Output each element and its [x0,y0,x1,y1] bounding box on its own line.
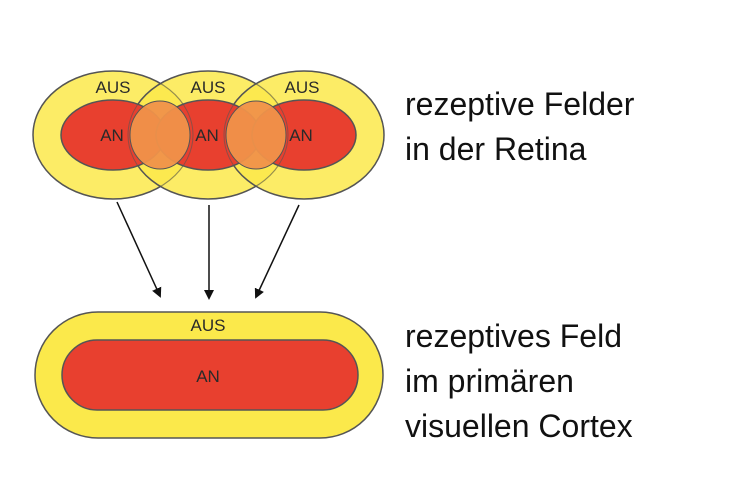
cortex-caption-line-2: im primären [405,363,574,399]
cortex-field-on-zone [61,339,359,411]
arrow-left [116,201,162,298]
retina-caption: rezeptive Felder in der Retina [405,86,635,167]
retina-field-1-on-label: AN [100,126,124,145]
retina-field-3-on-label: AN [289,126,313,145]
retina-overlap-1-2 [129,100,191,170]
arrow-right [254,204,300,299]
convergence-arrows [116,201,300,300]
cortex-caption-line-3: visuellen Cortex [405,408,633,444]
cortex-field: AUS AN [34,311,384,439]
retina-fields: AUS AUS AUS AN AN AN [32,70,385,200]
retina-overlap-2-3 [225,100,287,170]
cortex-field-on-label: AN [196,367,220,386]
cortex-caption: rezeptives Feld im primären visuellen Co… [405,318,633,444]
retina-caption-line-1: rezeptive Felder [405,86,635,122]
cortex-field-off-label: AUS [191,316,226,335]
cortex-caption-line-1: rezeptives Feld [405,318,622,354]
retina-field-2-off-label: AUS [191,78,226,97]
retina-field-2-on-label: AN [195,126,219,145]
retina-caption-line-2: in der Retina [405,131,587,167]
retina-field-1-off-label: AUS [96,78,131,97]
retina-field-3-off-label: AUS [285,78,320,97]
